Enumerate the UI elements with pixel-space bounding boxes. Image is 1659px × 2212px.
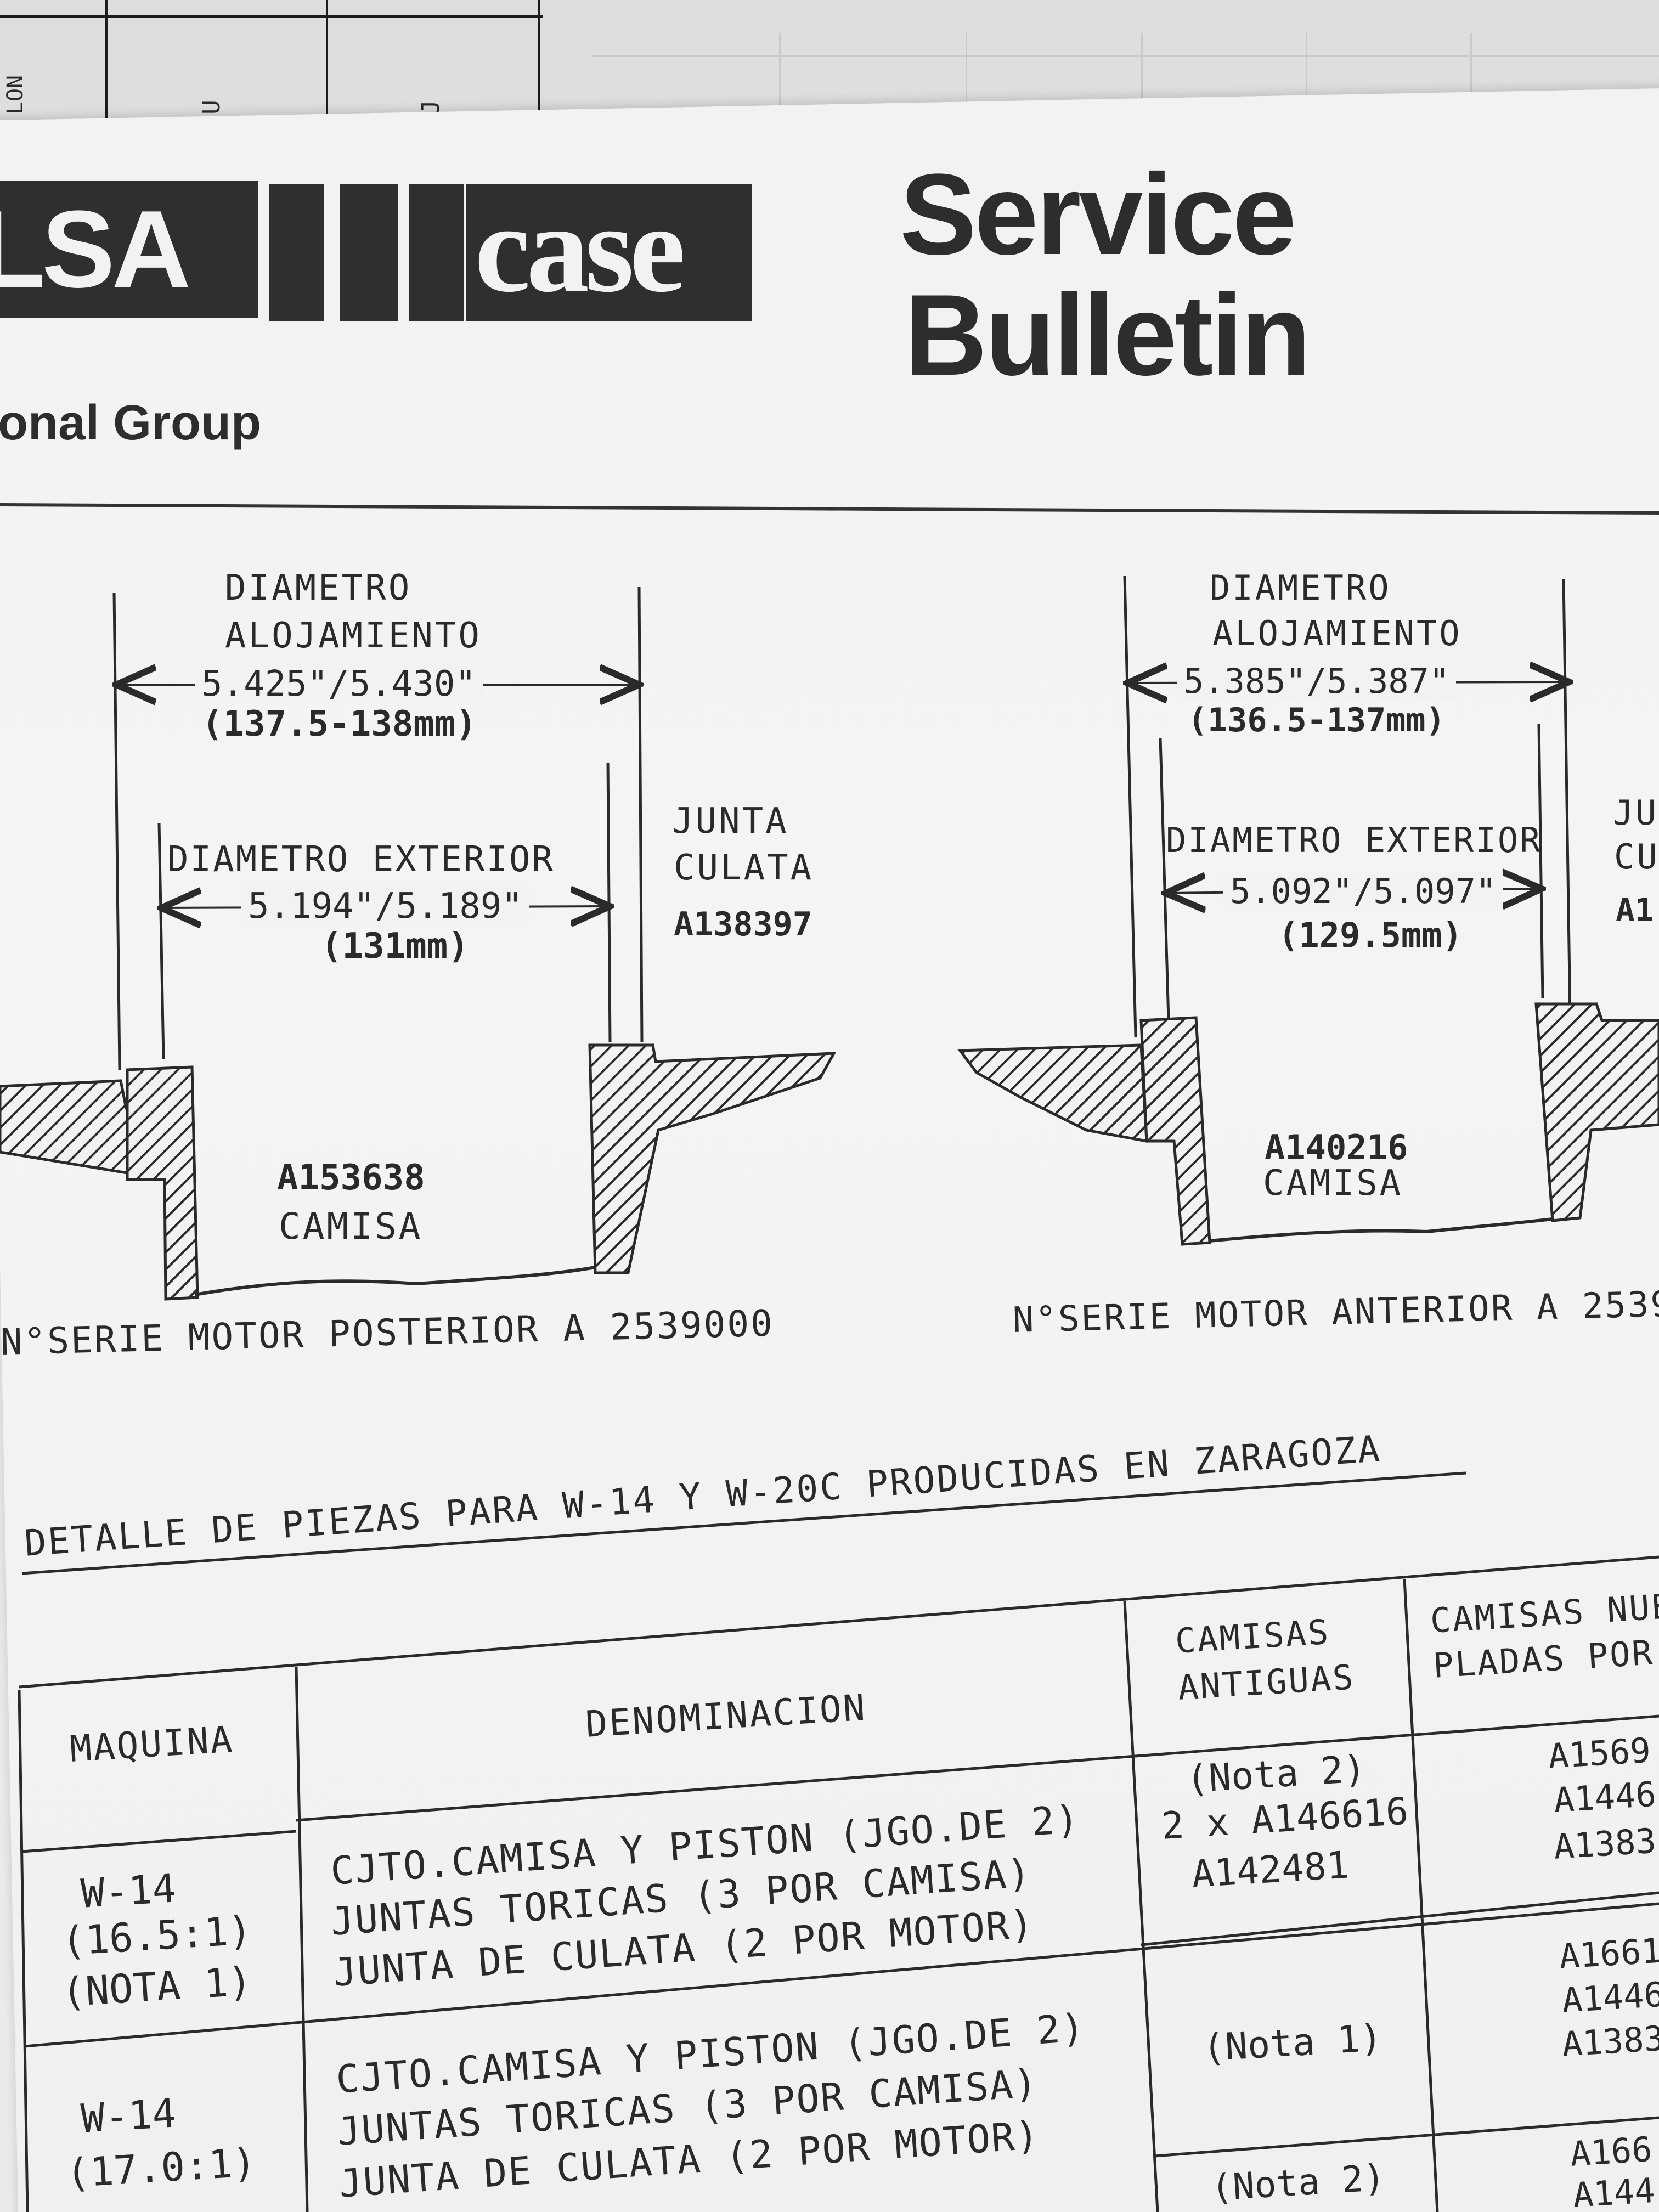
bulletin-title-line2: Bulletin: [904, 270, 1311, 399]
logo-left-text: LSA: [0, 188, 191, 311]
left-housing-label-1: DIAMETRO: [225, 568, 412, 608]
row2-maquina-1: W-14: [80, 2090, 178, 2142]
row2-nuevas-3: A1383: [1561, 2018, 1659, 2064]
row1-nuevas-2: A1446: [1553, 1774, 1657, 1820]
row2-nuevas-1: A1661: [1558, 1930, 1659, 1977]
left-gasket-label-2: CULATA: [674, 848, 814, 888]
left-exterior-label: DIAMETRO EXTERIOR: [167, 839, 555, 880]
row1-nuevas-1: A1569: [1547, 1730, 1652, 1776]
right-housing-value-mm: (136.5-137mm): [1188, 701, 1446, 740]
bulletin-title-line1: Service: [900, 150, 1296, 279]
logo-right-text: case: [475, 178, 686, 318]
right-housing-label-2: ALOJAMIENTO: [1212, 613, 1462, 653]
left-liner-label: CAMISA: [279, 1205, 423, 1248]
header-rule: [0, 503, 1659, 515]
right-exterior-value-in: 5.092"/5.097": [1223, 871, 1503, 911]
brand-logo-left: [0, 181, 258, 318]
right-exterior-value-mm: (129.5mm): [1278, 915, 1463, 955]
left-housing-label-2: ALOJAMIENTO: [225, 616, 482, 656]
brand-logo-right: [466, 184, 752, 321]
row1-nuevas-3: A1383: [1553, 1820, 1657, 1867]
right-gasket-label-1: JU: [1613, 793, 1658, 833]
row1-maquina-1: W-14: [80, 1865, 178, 1917]
group-name: onal Group: [0, 396, 261, 450]
left-exterior-value-in: 5.194"/5.189": [241, 886, 529, 927]
left-housing-value-mm: (137.5-138mm): [202, 704, 477, 744]
right-liner-part: A140216: [1265, 1127, 1408, 1167]
left-gasket-label-1: JUNTA: [672, 801, 789, 842]
right-housing-label-1: DIAMETRO: [1210, 568, 1391, 608]
right-liner-diagram: [957, 575, 1659, 1246]
row3-nuevas-1: A166: [1569, 2129, 1654, 2174]
right-gasket-label-2: CU: [1614, 837, 1659, 877]
right-exterior-label: DIAMETRO EXTERIOR: [1166, 820, 1542, 860]
right-gasket-part: A1: [1616, 891, 1654, 929]
left-housing-value-in: 5.425"/5.430": [195, 664, 483, 704]
row2-nuevas-2: A1446: [1561, 1974, 1659, 2021]
left-gasket-part: A138397: [674, 905, 812, 944]
right-liner-label: CAMISA: [1263, 1163, 1403, 1204]
left-liner-part: A153638: [277, 1158, 425, 1198]
row3-nuevas-2: A144: [1572, 2170, 1656, 2212]
parts-table-grid: [18, 1555, 1659, 2212]
left-exterior-value-mm: (131mm): [321, 926, 469, 967]
table-heading-underline: [21, 1471, 1466, 1575]
right-housing-value-in: 5.385"/5.387": [1177, 661, 1457, 701]
